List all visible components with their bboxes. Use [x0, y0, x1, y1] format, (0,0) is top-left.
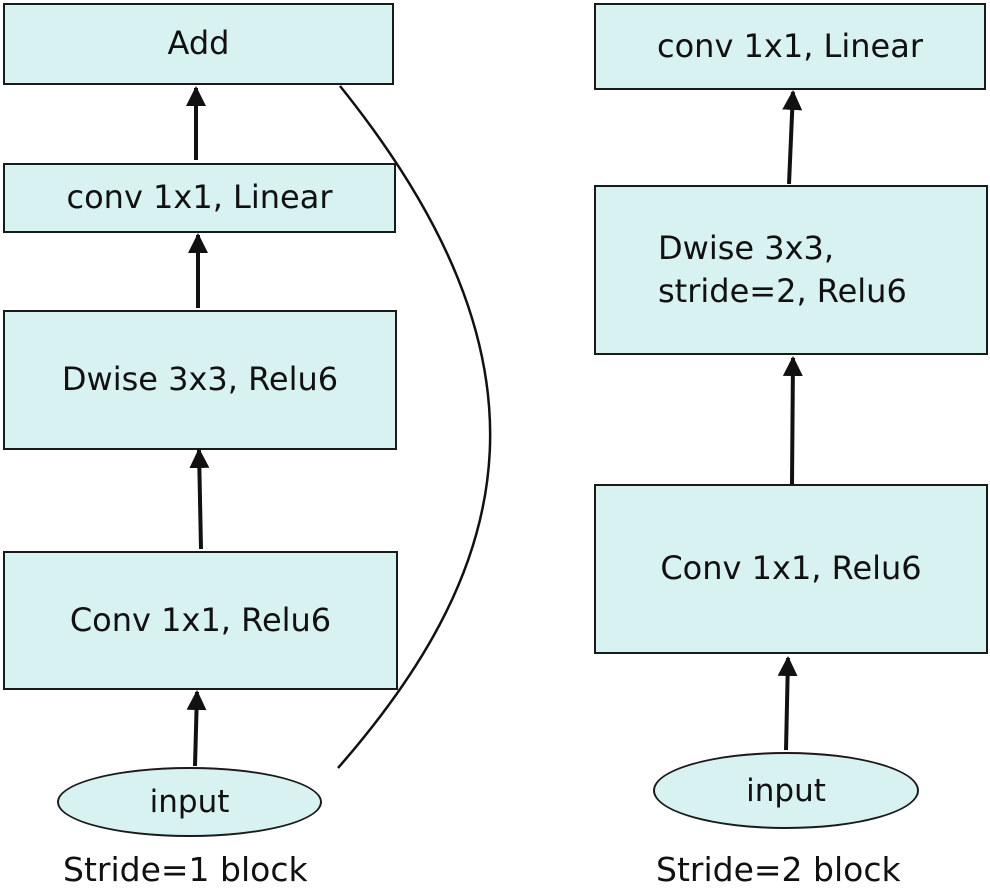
dwise-box: Dwise 3x3, Relu6: [3, 310, 397, 450]
input-node: input: [57, 767, 322, 837]
skip-connection-curve: [337, 85, 492, 769]
conv-linear-box: conv 1x1, Linear: [3, 163, 396, 233]
arrow-conv-to-dwise: [189, 448, 210, 550]
input-node-2: input: [653, 752, 919, 829]
stride2-caption: Stride=2 block: [656, 850, 901, 889]
dwise-box-2: Dwise 3x3, stride=2, Relu6: [594, 185, 988, 355]
add-box: Add: [3, 3, 394, 85]
stride1-caption: Stride=1 block: [63, 850, 308, 889]
arrow-input2-to-conv: [777, 656, 798, 751]
arrow-dwise2-to-linear: [782, 90, 803, 185]
conv-relu-box: Conv 1x1, Relu6: [3, 551, 398, 690]
conv-relu-box-2: Conv 1x1, Relu6: [594, 484, 988, 654]
conv-linear-box-2: conv 1x1, Linear: [594, 3, 986, 90]
arrow-input-to-conv: [186, 690, 207, 767]
arrow-conv2-to-dwise: [782, 356, 803, 485]
